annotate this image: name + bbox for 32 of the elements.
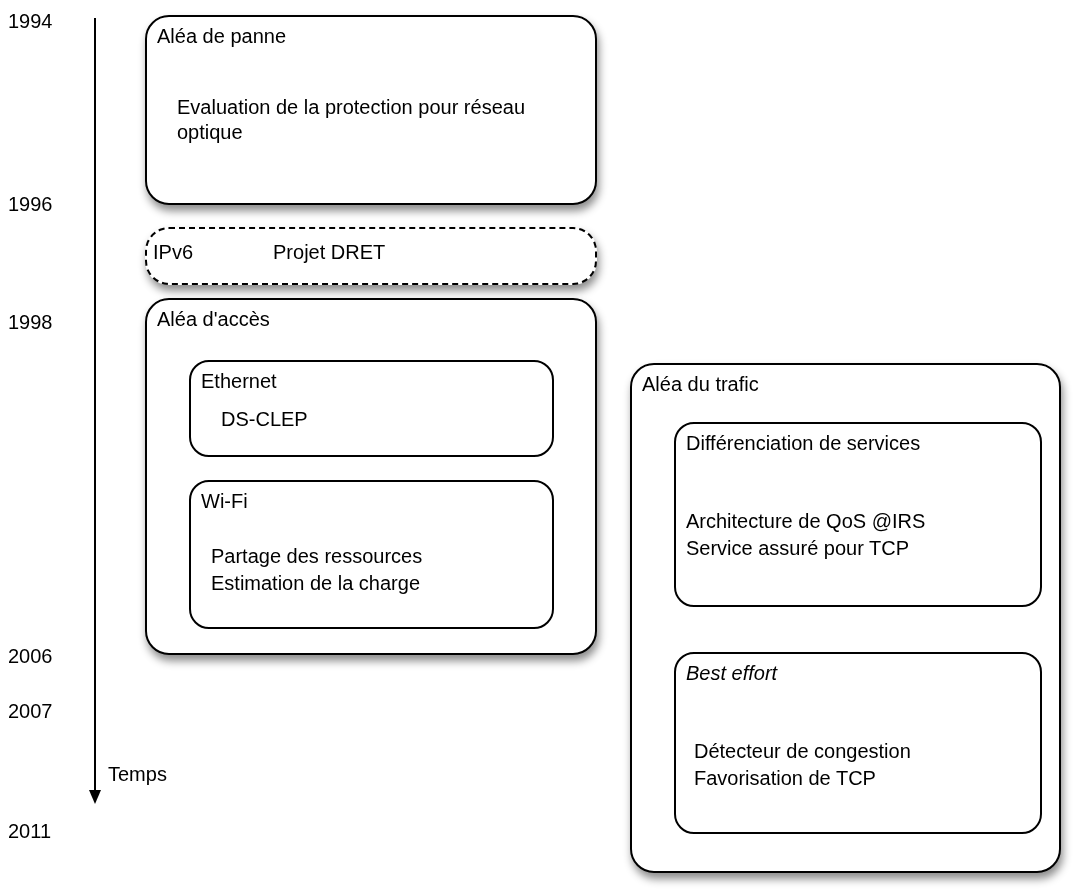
year-label: 1994 [8,10,53,33]
box-heading: Ethernet [201,370,277,393]
box-text: Projet DRET [273,241,386,264]
year-label: 2011 [8,820,51,843]
rounded-box [189,480,554,629]
box-heading: Aléa du trafic [642,373,759,396]
box-heading: Différenciation de services [686,432,921,455]
box-text: Partage des ressources [211,544,424,569]
box-heading: Best effort [686,662,778,685]
box-text: Service assuré pour TCP [686,536,911,561]
rounded-box [674,652,1042,834]
box-heading: Aléa d'accès [157,308,270,331]
year-label: 1998 [8,311,53,334]
box-text: Architecture de QoS @IRS [686,509,927,534]
year-label: 2007 [8,700,53,723]
box-text: Evaluation de la protection pour réseau optique [177,95,526,145]
box-text: Favorisation de TCP [694,766,877,791]
box-heading: Wi-Fi [201,490,248,513]
box-heading: IPv6 [153,241,194,264]
rounded-box [189,360,554,457]
rounded-box [145,15,597,205]
box-text: Estimation de la charge [211,571,421,596]
year-label: 1996 [8,193,53,216]
rounded-box [674,422,1042,607]
box-text: DS-CLEP [221,407,309,432]
box-heading: Aléa de panne [157,25,286,48]
dashed-rounded-box [145,227,597,285]
rounded-box [145,298,597,655]
rounded-box [630,363,1061,873]
box-text: Détecteur de congestion [694,739,912,764]
axis-label: Temps [108,763,167,786]
year-label: 2006 [8,645,53,668]
